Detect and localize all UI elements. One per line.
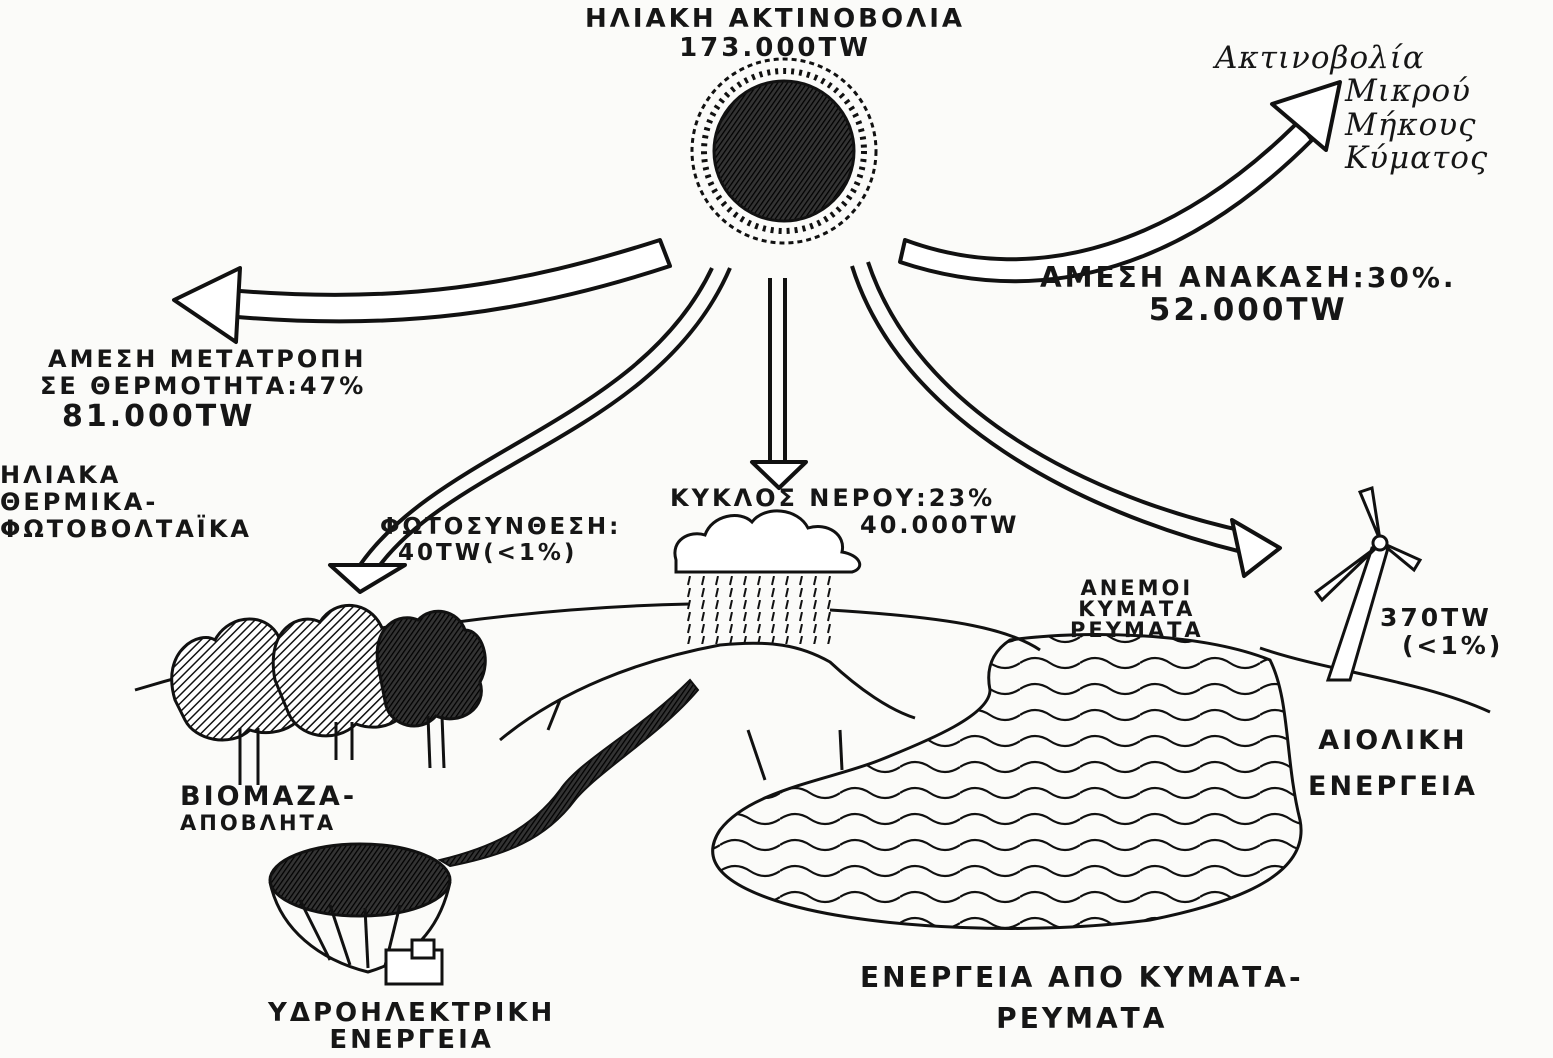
water-cycle-label: ΚΥΚΛΟΣ ΝΕΡΟΥ:23% 40.000TW xyxy=(670,485,1019,539)
heat-conversion-value: 81.000TW xyxy=(40,400,366,434)
solar-tech-line-1: ΗΛΙΑΚΑ xyxy=(0,462,252,489)
wind-power-share: (<1%) xyxy=(1380,632,1503,660)
photosynthesis-title: ΦΩΤΟΣΥΝΘΕΣΗ: xyxy=(380,515,621,541)
solar-radiation-title: ΗΛΙΑΚΗ ΑΚΤΙΝΟΒΟΛΙΑ xyxy=(585,5,965,34)
wind-power-value: 370TW xyxy=(1380,604,1503,632)
hydroelectric-energy-label: ΥΔΡΟΗΛΕΚΤΡΙΚΗ ΕΝΕΡΓΕΙΑ xyxy=(268,1000,555,1055)
wind-energy-label: ΑΙΟΛΙΚΗ ΕΝΕΡΓΕΙΑ xyxy=(1308,718,1478,810)
sun-icon xyxy=(692,59,876,243)
solar-radiation-value: 173.000TW xyxy=(585,34,965,63)
biomass-waste-label: ΒΙΟΜΑΖΑ- ΑΠΟΒΛΗΤΑ xyxy=(180,782,357,836)
solar-radiation-label: ΗΛΙΑΚΗ ΑΚΤΙΝΟΒΟΛΙΑ 173.000TW xyxy=(585,5,965,63)
direct-reflection-title: ΑΜΕΣΗ ΑΝΑΚΑΣΗ:30%. xyxy=(1040,262,1457,293)
water-cycle-value: 40.000TW xyxy=(670,512,1019,539)
direct-reflection-value: 52.000TW xyxy=(1040,293,1457,328)
wave-energy-line-1: ΕΝΕΡΓΕΙΑ ΑΠΟ ΚΥΜΑΤΑ- xyxy=(860,958,1304,999)
forest-icon xyxy=(172,605,486,785)
photosynthesis-value: 40TW(<1%) xyxy=(380,541,621,567)
winds-waves-currents-label: ΑΝΕΜΟΙ ΚΥΜΑΤΑ ΡΕΥΜΑΤΑ xyxy=(1070,578,1204,641)
hydroelectric-dam-icon xyxy=(270,844,450,984)
wind-energy-line-2: ΕΝΕΡΓΕΙΑ xyxy=(1308,764,1478,810)
shortwave-line-1: Ακτινοβολία xyxy=(1215,42,1488,75)
winds-line-3: ΡΕΥΜΑΤΑ xyxy=(1070,620,1204,641)
heat-conversion-arrow xyxy=(174,240,670,342)
photosynthesis-label: ΦΩΤΟΣΥΝΘΕΣΗ: 40TW(<1%) xyxy=(380,515,621,567)
heat-conversion-line-2: ΣΕ ΘΕΡΜΟΤΗΤΑ:47% xyxy=(40,373,366,400)
shortwave-radiation-label: Ακτινοβολία Μικρού Μήκους Κύματος xyxy=(1215,42,1488,176)
wind-power-value-label: 370TW (<1%) xyxy=(1380,604,1503,660)
wave-energy-line-2: ΡΕΥΜΑΤΑ xyxy=(860,999,1304,1040)
direct-reflection-label: ΑΜΕΣΗ ΑΝΑΚΑΣΗ:30%. 52.000TW xyxy=(1040,262,1457,328)
heat-conversion-label: ΑΜΕΣΗ ΜΕΤΑΤΡΟΠΗ ΣΕ ΘΕΡΜΟΤΗΤΑ:47% 81.000T… xyxy=(40,346,366,433)
shortwave-line-2: Μικρού xyxy=(1215,75,1488,108)
solar-tech-line-2: ΘΕΡΜΙΚΑ- xyxy=(0,489,252,516)
shortwave-line-3: Μήκους xyxy=(1215,109,1488,142)
hydro-line-1: ΥΔΡΟΗΛΕΚΤΡΙΚΗ xyxy=(268,1000,555,1027)
hydro-line-2: ΕΝΕΡΓΕΙΑ xyxy=(268,1027,555,1054)
solar-technologies-label: ΗΛΙΑΚΑ ΘΕΡΜΙΚΑ- ΦΩΤΟΒΟΛΤΑΪΚΑ xyxy=(0,462,252,543)
winds-line-2: ΚΥΜΑΤΑ xyxy=(1070,599,1204,620)
water-cycle-title: ΚΥΚΛΟΣ ΝΕΡΟΥ:23% xyxy=(670,485,1019,512)
solar-tech-line-3: ΦΩΤΟΒΟΛΤΑΪΚΑ xyxy=(0,516,252,543)
heat-conversion-line-1: ΑΜΕΣΗ ΜΕΤΑΤΡΟΠΗ xyxy=(40,346,366,373)
biomass-line-1: ΒΙΟΜΑΖΑ- xyxy=(180,782,357,812)
winds-line-1: ΑΝΕΜΟΙ xyxy=(1070,578,1204,599)
mountain-icon xyxy=(500,643,915,780)
wind-energy-line-1: ΑΙΟΛΙΚΗ xyxy=(1308,718,1478,764)
biomass-line-2: ΑΠΟΒΛΗΤΑ xyxy=(180,812,357,836)
shortwave-line-4: Κύματος xyxy=(1215,142,1488,175)
river-icon xyxy=(440,680,698,866)
sea-waves-icon xyxy=(713,635,1301,929)
wave-current-energy-label: ΕΝΕΡΓΕΙΑ ΑΠΟ ΚΥΜΑΤΑ- ΡΕΥΜΑΤΑ xyxy=(860,958,1304,1039)
water-cycle-arrow xyxy=(752,278,806,488)
